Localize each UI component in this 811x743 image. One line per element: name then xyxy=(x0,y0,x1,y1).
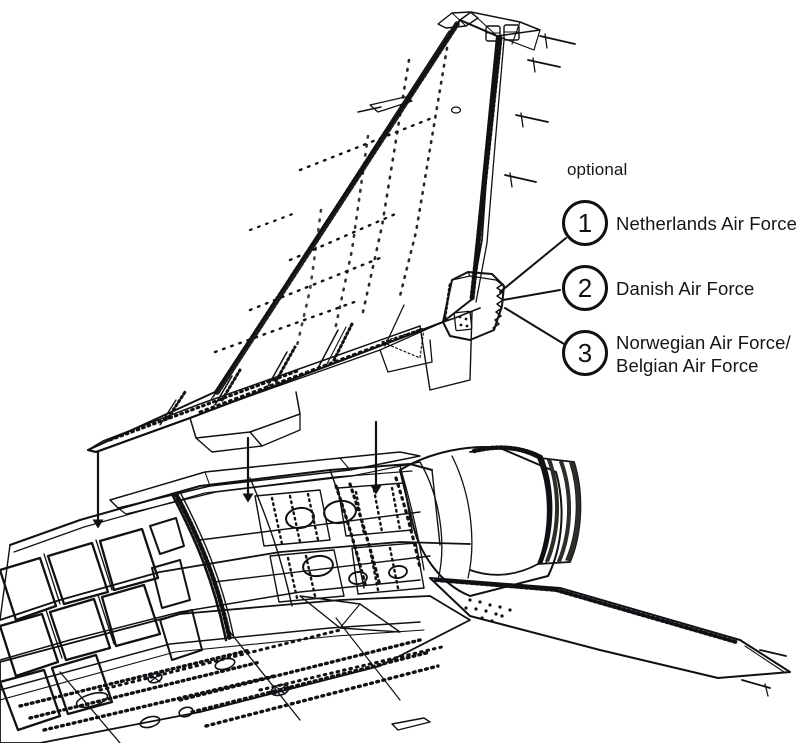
rear-fuselage-group xyxy=(0,445,791,743)
optional-heading: optional xyxy=(567,160,628,179)
callout-label-3: Norwegian Air Force/ Belgian Air Force xyxy=(616,332,791,376)
callout-label-1: Netherlands Air Force xyxy=(616,213,798,234)
assembly-arrows xyxy=(92,420,382,529)
callout-circle-1[interactable]: 1 xyxy=(562,200,608,246)
exhaust-nozzle xyxy=(399,445,582,597)
horizontal-stabilizer xyxy=(429,577,791,697)
callout-leader-lines xyxy=(499,237,567,345)
fuselage-frames xyxy=(0,517,203,732)
leader-line-2 xyxy=(502,289,561,301)
callout-circle-2[interactable]: 2 xyxy=(562,265,608,311)
vertical-fin-group xyxy=(87,11,576,453)
callout-circle-3[interactable]: 3 xyxy=(562,330,608,376)
leader-line-3 xyxy=(504,307,565,345)
lower-wing-surface xyxy=(0,595,471,743)
callout-label-2: Danish Air Force xyxy=(616,278,755,299)
leader-line-1 xyxy=(499,237,567,293)
